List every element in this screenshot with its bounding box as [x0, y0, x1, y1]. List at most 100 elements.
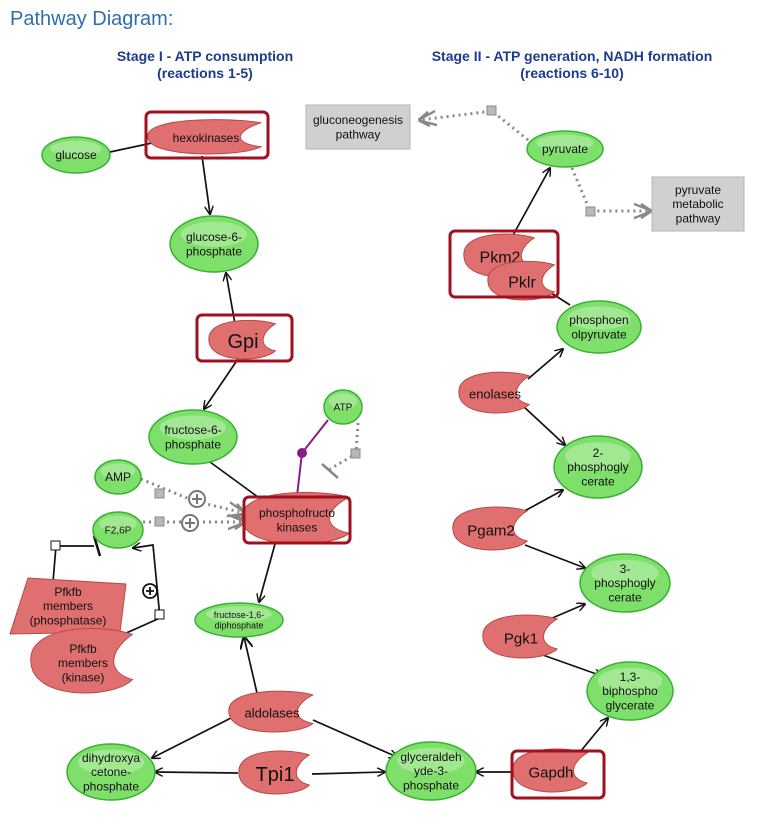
node-atp[interactable]: ATP — [323, 389, 363, 425]
metabolite-shape — [148, 409, 238, 465]
enzyme-shape — [452, 506, 529, 551]
node-enolases[interactable]: enolases — [458, 371, 531, 414]
metabolite-shape — [526, 130, 604, 168]
node-label: Gapdh — [528, 764, 573, 781]
enzyme-shape — [208, 319, 277, 360]
node-label-line: fructose-6- — [164, 423, 221, 437]
node-label-line: dihydroxya — [82, 751, 140, 765]
node-label-line: phosphofructo — [259, 506, 335, 520]
metabolite-shape — [556, 300, 642, 354]
node-label-line: fructose-1,6- — [214, 610, 265, 620]
node-f16p[interactable]: fructose-1,6-diphosphate — [194, 602, 284, 638]
edge-f6p-pfk — [209, 461, 263, 501]
node-label-line: yde-3- — [414, 764, 448, 778]
node-pgk1[interactable]: Pgk1 — [482, 614, 559, 659]
edge-atp-pfk-modulation — [301, 419, 329, 454]
enzyme-shape — [241, 491, 351, 545]
node-aldolases[interactable]: aldolases — [228, 690, 315, 733]
metabolite-shape — [41, 136, 111, 174]
edge-gpi-f6p — [204, 358, 239, 409]
plus-icon — [192, 494, 202, 504]
stage-1-header: Stage I - ATP consumption (reactions 1-5… — [70, 48, 340, 82]
metabolite-gloss — [50, 140, 102, 157]
modulation-dot — [297, 448, 307, 458]
node-label-line: Pklr — [508, 275, 536, 292]
page-title: Pathway Diagram: — [10, 8, 174, 30]
enzyme-shape — [487, 260, 556, 301]
node-pyruvate[interactable]: pyruvate — [526, 130, 604, 168]
node-amp[interactable]: AMP — [94, 459, 142, 495]
enzyme-shape — [482, 614, 559, 659]
highlight-box-gpi — [195, 313, 294, 363]
metabolite-gloss — [536, 134, 594, 151]
node-gpi[interactable]: Gpi — [208, 319, 277, 360]
node-hexokinases[interactable]: hexokinases — [147, 119, 263, 155]
process-node — [585, 206, 596, 217]
metabolite-shape — [586, 661, 674, 721]
edge-pfkfb-kinase-f26p — [123, 545, 161, 635]
node-g6p[interactable]: glucose-6-phosphate — [169, 215, 259, 273]
edge-gapdh-bpg — [579, 718, 608, 753]
node-label-line: AMP — [105, 470, 131, 484]
node-label-line: F2,6P — [105, 526, 132, 537]
metabolite-shape — [323, 389, 363, 425]
node-pgam2[interactable]: Pgam2 — [452, 506, 529, 551]
node-label-line: Pgam2 — [467, 522, 515, 539]
node-label-line: glycerate — [606, 698, 655, 712]
node-label-line: Gpi — [227, 331, 258, 353]
node-glucose[interactable]: glucose — [41, 136, 111, 174]
node-label-line: phosphoen — [569, 313, 628, 327]
node-f26p[interactable]: F2,6P — [92, 511, 144, 549]
process-node — [50, 540, 61, 551]
node-pklr[interactable]: Pklr — [487, 260, 556, 301]
edge-tpi-gap — [311, 772, 385, 774]
node-label: glucose — [55, 148, 97, 162]
node-label: aldolases — [245, 706, 300, 721]
node-label: Pgk1 — [504, 630, 538, 647]
node-label: ATP — [334, 403, 353, 414]
process-node — [486, 105, 497, 116]
metabolite-shape — [194, 602, 284, 638]
node-label: enolases — [469, 387, 522, 402]
edge-pgam-pg3 — [524, 544, 585, 568]
node-label-line: cerate — [608, 590, 642, 604]
metabolite-gloss — [181, 221, 247, 247]
metabolite-gloss — [597, 667, 663, 694]
node-label-line: hexokinases — [173, 131, 240, 145]
node-label: Pklr — [508, 275, 536, 292]
node-label: glucose-6-phosphate — [186, 230, 242, 258]
plus-icon — [185, 518, 195, 528]
node-label: Tpi1 — [256, 764, 295, 786]
node-tpi1[interactable]: Tpi1 — [238, 750, 311, 795]
node-label-line: kinases — [277, 520, 318, 534]
node-label-line: metabolic — [672, 197, 723, 211]
stage-2-header: Stage II - ATP generation, NADH formatio… — [392, 48, 752, 82]
edge-aldolase-dhap — [152, 716, 234, 758]
highlight-box-pkm2 — [448, 229, 560, 299]
node-f6p[interactable]: fructose-6-phosphate — [148, 409, 238, 465]
stage-2-title: Stage II - ATP generation, NADH formatio… — [431, 48, 713, 64]
node-label-line: 3- — [620, 562, 631, 576]
edge-pfk-f16p — [259, 543, 276, 602]
node-label-line: ATP — [334, 403, 353, 414]
metabolite-gloss — [567, 306, 631, 330]
metabolite-gloss — [328, 393, 358, 409]
node-gapdh[interactable]: Gapdh — [512, 748, 589, 793]
